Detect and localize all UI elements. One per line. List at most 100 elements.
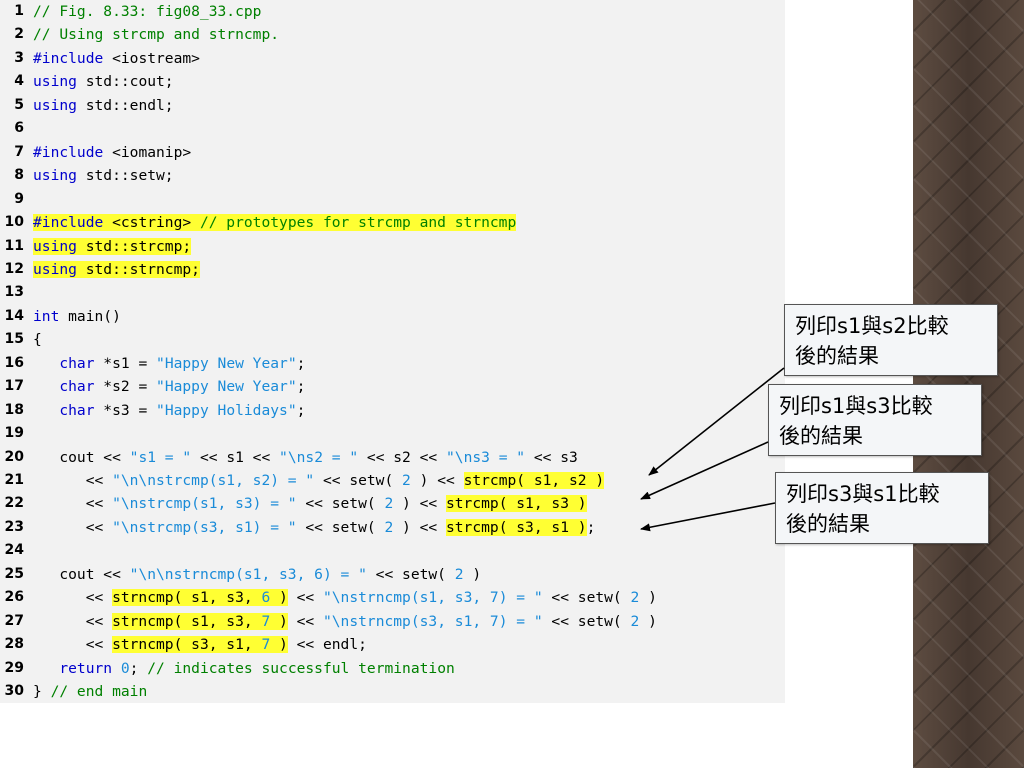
code-text: { bbox=[33, 328, 42, 351]
code-line: 27 << strncmp( s1, s3, 7 ) << "\nstrncmp… bbox=[0, 610, 785, 633]
code-token bbox=[33, 378, 59, 395]
code-token: { bbox=[33, 331, 42, 349]
callout-s1-s3-result: 列印s1與s3比較 後的結果 bbox=[768, 384, 982, 456]
code-token: ) << bbox=[393, 518, 446, 536]
code-token: strcmp( s1, s2 ) bbox=[463, 472, 605, 489]
code-token: std::endl; bbox=[76, 96, 174, 114]
code-token: using bbox=[33, 260, 77, 278]
code-text: using std::cout; bbox=[33, 70, 174, 93]
code-text: using std::endl; bbox=[33, 94, 174, 117]
code-token: 2 bbox=[384, 518, 394, 536]
code-token: "\n\nstrncmp(s1, s3, 6) = " bbox=[129, 565, 367, 583]
line-number: 22 bbox=[4, 495, 24, 512]
code-line: 5 using std::endl; bbox=[0, 94, 785, 117]
code-line: 20 cout << "s1 = " << s1 << "\ns2 = " <<… bbox=[0, 446, 785, 469]
code-token: strcmp( s1, s3 ) bbox=[445, 495, 587, 513]
code-token: <iomanip> bbox=[103, 143, 192, 161]
code-token: using bbox=[33, 73, 77, 91]
code-token: #include bbox=[33, 143, 104, 161]
code-token: ) bbox=[270, 612, 288, 630]
code-token: cout << bbox=[33, 448, 130, 466]
code-text: cout << "\n\nstrncmp(s1, s3, 6) = " << s… bbox=[33, 563, 481, 586]
code-token: << endl; bbox=[287, 636, 367, 654]
code-line: 29 return 0; // indicates successful ter… bbox=[0, 657, 785, 680]
code-token: 7 bbox=[261, 636, 271, 654]
callout-line: 列印s3與s1比較 bbox=[786, 482, 940, 506]
code-token bbox=[33, 660, 59, 677]
code-token bbox=[112, 660, 121, 677]
code-token: "Happy New Year" bbox=[156, 354, 297, 372]
code-token: "\nstrncmp(s1, s3, 7) = " bbox=[322, 589, 543, 607]
code-listing: 1 // Fig. 8.33: fig08_33.cpp 2// Using str… bbox=[0, 0, 785, 703]
code-token: "\nstrcmp(s1, s3) = " bbox=[112, 495, 297, 513]
line-number: 7 bbox=[14, 143, 24, 160]
code-line: 2// Using strcmp and strncmp. bbox=[0, 23, 785, 46]
code-token: << bbox=[33, 612, 113, 630]
line-number: 5 bbox=[14, 96, 24, 113]
code-token: 2 bbox=[384, 495, 394, 513]
code-line: 16 char *s1 = "Happy New Year"; bbox=[0, 352, 785, 375]
callout-line: 後的結果 bbox=[795, 344, 879, 368]
code-token: // end main bbox=[50, 683, 148, 701]
line-number: 18 bbox=[4, 401, 24, 418]
code-token: int bbox=[33, 307, 60, 325]
code-line: 25 cout << "\n\nstrncmp(s1, s3, 6) = " <… bbox=[0, 563, 785, 586]
code-token: << bbox=[33, 518, 113, 536]
code-line: 3 #include <iostream> bbox=[0, 47, 785, 70]
code-token: << bbox=[33, 472, 113, 489]
code-text: cout << "s1 = " << s1 << "\ns2 = " << s2… bbox=[33, 446, 577, 469]
code-token: // Fig. 8.33: fig08_33.cpp bbox=[33, 3, 262, 20]
code-token: 6 bbox=[261, 589, 271, 607]
code-token: 2 bbox=[630, 612, 640, 630]
code-line: 1 // Fig. 8.33: fig08_33.cpp bbox=[0, 0, 785, 23]
line-number: 6 bbox=[14, 120, 24, 137]
code-text: // Fig. 8.33: fig08_33.cpp bbox=[33, 0, 261, 23]
callout-line: 後的結果 bbox=[786, 512, 870, 536]
code-token: "\nstrncmp(s3, s1, 7) = " bbox=[322, 612, 543, 630]
code-line: 30 } // end main bbox=[0, 680, 785, 703]
code-token: << setw( bbox=[314, 472, 403, 489]
code-text: char *s1 = "Happy New Year"; bbox=[33, 352, 305, 375]
code-token: "\ns2 = " bbox=[279, 448, 359, 466]
line-number: 23 bbox=[4, 518, 24, 535]
code-token: std::strcmp; bbox=[76, 237, 192, 255]
code-token: char bbox=[59, 354, 95, 372]
line-number: 8 bbox=[14, 167, 24, 184]
code-token: return bbox=[59, 659, 113, 677]
line-number: 3 bbox=[14, 49, 24, 66]
code-token: ) bbox=[639, 589, 657, 607]
code-token: << setw( bbox=[542, 612, 631, 630]
code-text: char *s2 = "Happy New Year"; bbox=[33, 375, 305, 398]
code-text: #include <cstring> // prototypes for str… bbox=[33, 211, 517, 234]
code-token: #include bbox=[33, 214, 104, 232]
code-text: } // end main bbox=[33, 680, 147, 703]
code-token: ) bbox=[270, 636, 288, 654]
code-token: 2 bbox=[630, 589, 640, 607]
line-number: 21 bbox=[4, 472, 24, 488]
code-text: #include <iostream> bbox=[33, 47, 200, 70]
code-text: int main() bbox=[33, 305, 121, 328]
code-text: return 0; // indicates successful termin… bbox=[33, 657, 454, 680]
code-token: ) bbox=[463, 565, 482, 583]
code-token: 7 bbox=[261, 612, 271, 630]
code-token: << setw( bbox=[296, 495, 385, 513]
line-number: 30 bbox=[4, 683, 24, 700]
code-token: ; bbox=[129, 659, 148, 677]
line-number: 20 bbox=[4, 448, 24, 465]
code-text: << "\n\nstrcmp(s1, s2) = " << setw( 2 ) … bbox=[33, 469, 605, 492]
code-text: #include <iomanip> bbox=[33, 141, 191, 164]
code-token: std::cout; bbox=[76, 73, 174, 91]
code-token: "Happy New Year" bbox=[156, 378, 297, 396]
code-token: using bbox=[33, 237, 77, 255]
line-number: 13 bbox=[4, 284, 24, 301]
code-token: char bbox=[59, 401, 95, 419]
code-line: 26 << strncmp( s1, s3, 6 ) << "\nstrncmp… bbox=[0, 586, 785, 609]
code-token: std::setw; bbox=[76, 167, 174, 185]
line-number: 1 bbox=[14, 3, 24, 19]
code-token: using bbox=[33, 96, 77, 114]
code-token: strncmp( s1, s3, bbox=[112, 589, 262, 607]
code-token: << s1 << bbox=[191, 448, 280, 466]
code-line: 13 bbox=[0, 281, 785, 304]
code-token: main() bbox=[59, 307, 121, 325]
